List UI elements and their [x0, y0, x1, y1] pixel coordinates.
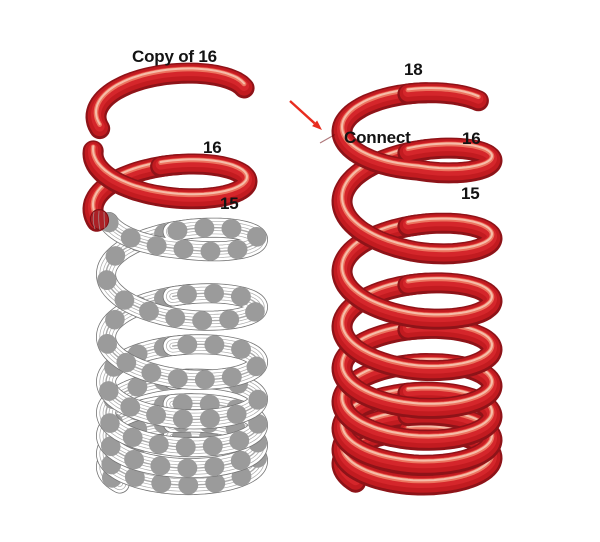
label-connect: Connect	[344, 128, 411, 147]
label-right-15: 15	[461, 184, 480, 203]
red-coil-16	[82, 140, 258, 232]
wireframe-spring	[96, 212, 268, 496]
seam-and-cap-details	[89, 133, 336, 231]
label-copy-of-16: Copy of 16	[132, 47, 217, 66]
red-spring-connected	[331, 82, 503, 496]
label-right-16: 16	[462, 129, 481, 148]
label-right-18: 18	[404, 60, 423, 79]
label-left-16: 16	[203, 138, 222, 157]
label-left-15: 15	[220, 194, 239, 213]
pointer-arrow-icon	[289, 100, 322, 130]
red-coil-copy-of-16	[85, 62, 255, 140]
